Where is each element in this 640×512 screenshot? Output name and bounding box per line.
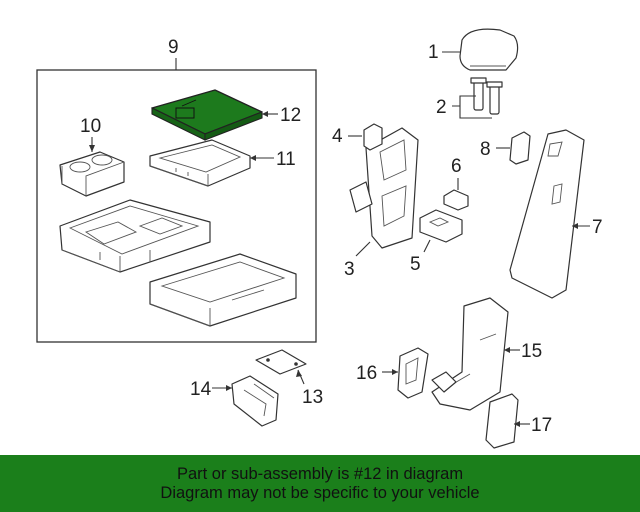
- callout-6: 6: [451, 156, 462, 177]
- callout-14: 14: [190, 379, 212, 400]
- callout-12: 12: [280, 105, 301, 126]
- callout-4: 4: [332, 126, 343, 147]
- callout-8: 8: [480, 139, 491, 160]
- callout-10: 10: [80, 116, 101, 137]
- part-11-tray: [149, 139, 251, 187]
- part-17-cover: [485, 393, 519, 449]
- part-7-back-panel: [509, 129, 585, 299]
- part-8-clip: [509, 131, 531, 165]
- part-10-cup-holder: [59, 151, 125, 197]
- part-14-housing: [231, 375, 279, 427]
- part-3-frame: [349, 127, 419, 249]
- callout-13: 13: [302, 387, 323, 408]
- part-15-panel: [431, 297, 509, 411]
- callout-17: 17: [531, 415, 552, 436]
- banner-line-2: Diagram may not be specific to your vehi…: [160, 483, 480, 502]
- info-banner: Part or sub-assembly is #12 in diagram D…: [0, 455, 640, 512]
- banner-line-1: Part or sub-assembly is #12 in diagram: [176, 464, 464, 483]
- callout-9: 9: [168, 37, 179, 58]
- callout-16: 16: [356, 363, 377, 384]
- part-4-clip: [363, 123, 383, 151]
- part-12-highlighted[interactable]: [151, 89, 263, 141]
- part-2-headrest-guides: [470, 77, 503, 115]
- callout-3: 3: [344, 259, 355, 280]
- parts-diagram: 9 12 10 11: [36, 28, 603, 449]
- callout-5: 5: [410, 254, 421, 275]
- part-16-latch: [397, 347, 429, 399]
- callout-7: 7: [592, 217, 603, 238]
- part-1-headrest: [459, 28, 519, 71]
- console-lower-base: [149, 253, 297, 327]
- part-13-plate: [255, 349, 307, 375]
- console-upper-housing: [59, 199, 211, 273]
- part-5-bracket: [419, 209, 463, 243]
- callout-15: 15: [521, 341, 542, 362]
- callout-11: 11: [276, 149, 296, 170]
- callout-2: 2: [436, 97, 447, 118]
- part-6-clip: [443, 189, 469, 211]
- callout-1: 1: [428, 42, 439, 63]
